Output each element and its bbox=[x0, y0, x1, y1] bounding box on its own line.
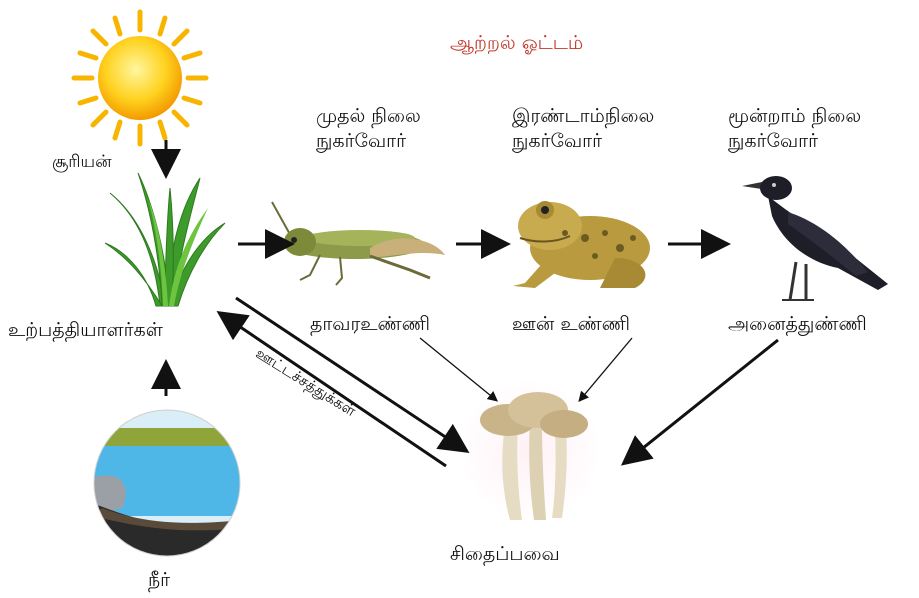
arrow-carnivore-to-decomposers bbox=[580, 338, 632, 400]
arrow-omnivore-to-decomposers bbox=[628, 340, 778, 460]
arrow-decomposers-to-producers bbox=[224, 316, 446, 466]
arrow-producers-to-decomposers bbox=[236, 298, 462, 448]
arrow-herbivore-to-decomposers bbox=[420, 338, 496, 400]
